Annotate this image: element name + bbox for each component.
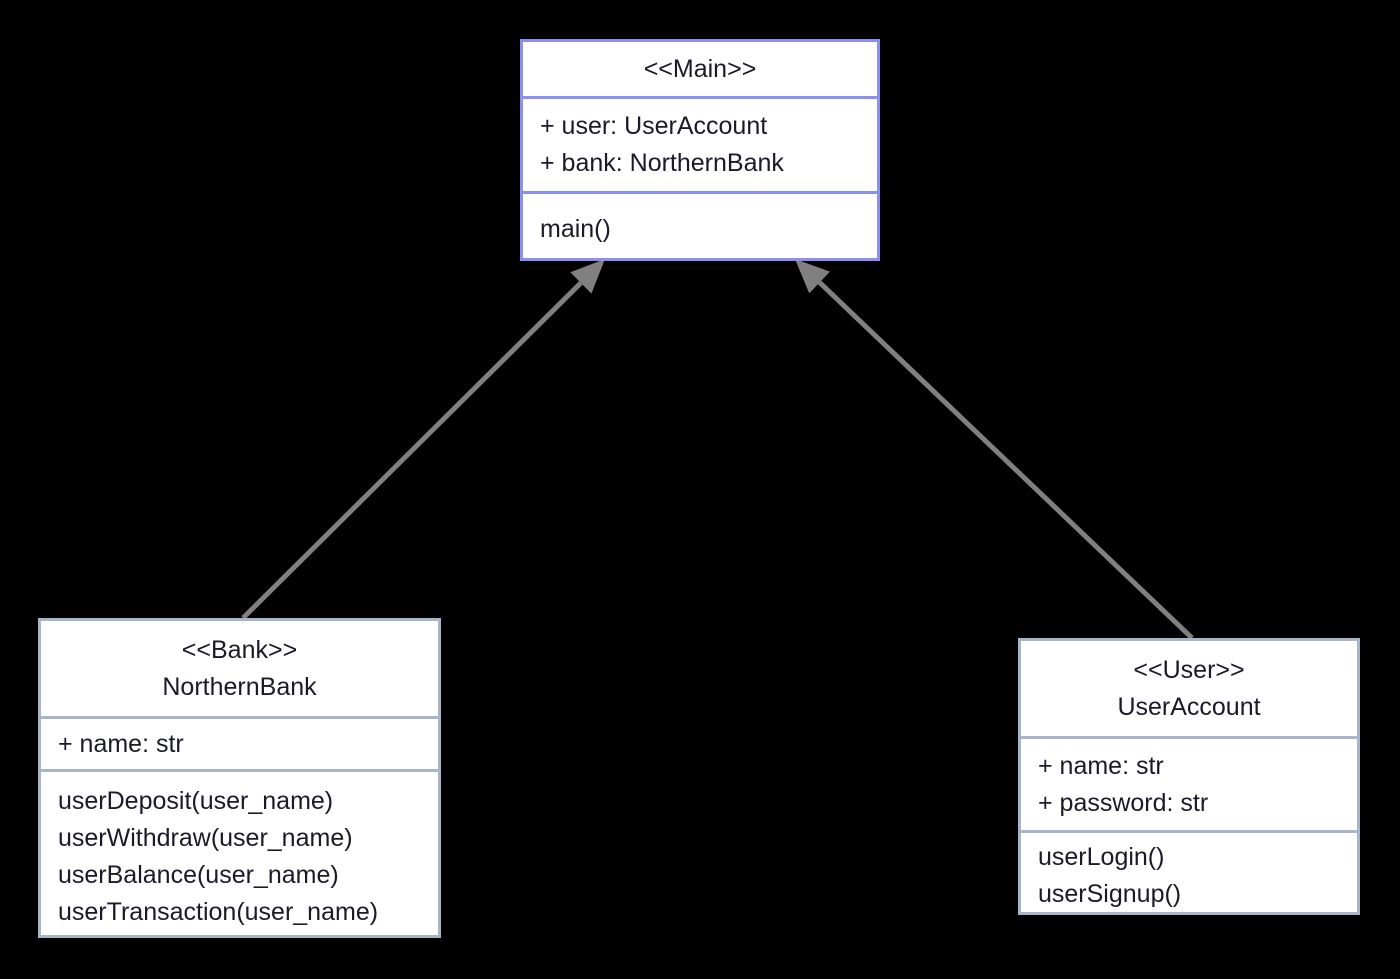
uml-attributes-line: + name: str bbox=[1038, 751, 1164, 780]
uml-compartment-attributes: + name: str bbox=[41, 716, 438, 769]
uml-methods-line: userLogin() bbox=[1038, 842, 1165, 871]
generalization-arrowhead-icon bbox=[795, 259, 830, 294]
uml-header-line: NorthernBank bbox=[162, 672, 317, 701]
uml-compartment-header: <<Bank>> NorthernBank bbox=[41, 621, 438, 716]
uml-compartment-methods: userLogin() userSignup() bbox=[1021, 830, 1357, 918]
uml-compartment-header: <<User>> UserAccount bbox=[1021, 641, 1357, 736]
uml-header-line: UserAccount bbox=[1117, 692, 1261, 721]
uml-attributes-line: + password: str bbox=[1038, 788, 1209, 817]
edge-line bbox=[241, 281, 583, 620]
uml-attributes-line: + user: UserAccount bbox=[540, 112, 768, 140]
uml-compartment-header: <<Main>> bbox=[523, 42, 877, 96]
uml-compartment-attributes: + name: str + password: str bbox=[1021, 736, 1357, 830]
uml-attributes-line: + bank: NorthernBank bbox=[540, 149, 784, 177]
uml-class-useraccount[interactable]: <<User>> UserAccount + name: str + password… bbox=[1018, 638, 1360, 915]
uml-header-line: <<User>> bbox=[1133, 655, 1245, 684]
uml-header-line: <<Bank>> bbox=[181, 635, 298, 664]
uml-methods-line: userWithdraw(user_name) bbox=[58, 823, 353, 852]
edge-bank-to-main bbox=[241, 259, 605, 620]
uml-header-line: <<Main>> bbox=[643, 54, 757, 83]
uml-compartment-methods: main() bbox=[523, 191, 877, 264]
edge-user-to-main bbox=[795, 259, 1194, 640]
uml-compartment-attributes: + user: UserAccount + bank: NorthernBank bbox=[523, 96, 877, 191]
uml-methods-line: userBalance(user_name) bbox=[58, 860, 339, 889]
edge-line bbox=[817, 280, 1194, 640]
uml-compartment-methods: userDeposit(user_name) userWithdraw(user_… bbox=[41, 769, 438, 941]
uml-methods-line: userSignup() bbox=[1038, 879, 1182, 908]
generalization-arrowhead-icon bbox=[570, 259, 605, 294]
uml-methods-line: userTransaction(user_name) bbox=[58, 897, 379, 926]
uml-attributes-line: + name: str bbox=[58, 729, 184, 758]
uml-methods-line: main() bbox=[540, 214, 611, 243]
uml-class-northernbank[interactable]: <<Bank>> NorthernBank + name: str userDepos… bbox=[38, 618, 441, 938]
uml-class-main[interactable]: <<Main>> + user: UserAccount + bank: North… bbox=[520, 39, 880, 261]
uml-methods-line: userDeposit(user_name) bbox=[58, 786, 334, 815]
